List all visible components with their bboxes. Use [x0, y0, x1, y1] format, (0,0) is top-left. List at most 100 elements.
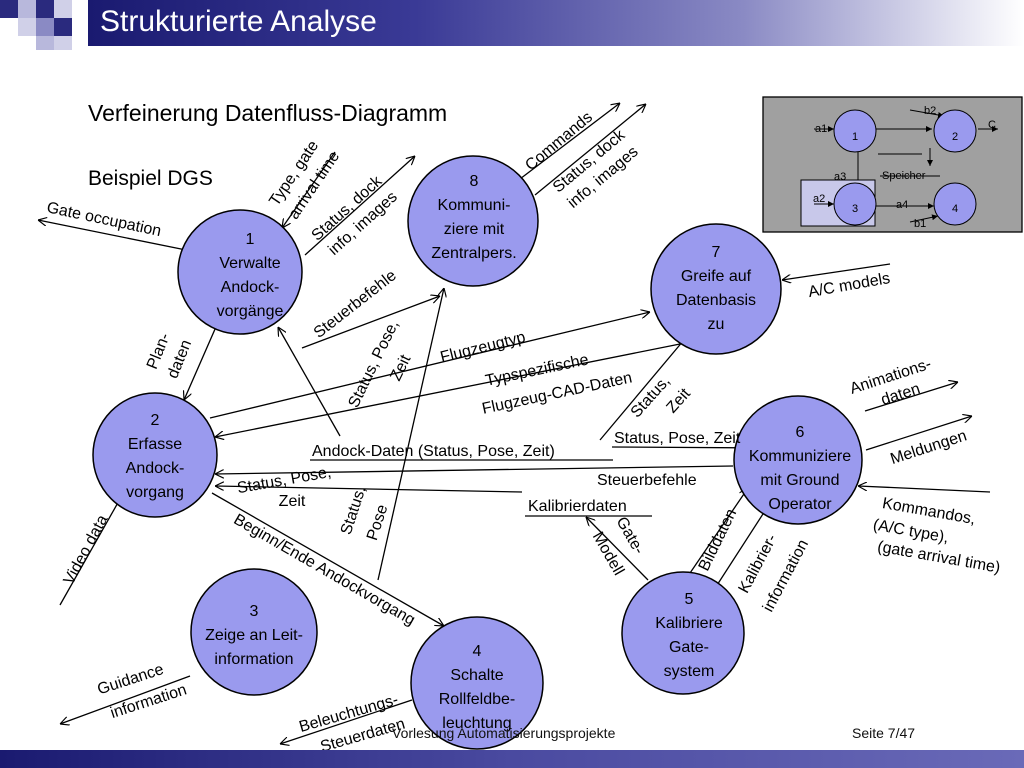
flow-status-pose-zeit-up — [278, 327, 341, 437]
flow-flugzeugtyp — [209, 312, 650, 419]
process-7-line: Greife auf — [681, 268, 752, 285]
process-4-line: Schalte — [450, 667, 503, 684]
process-8-line: Kommuni- — [438, 197, 511, 214]
process-2 — [92, 392, 218, 518]
slide-title: Strukturierte Analyse — [100, 5, 377, 38]
title-decoration — [54, 36, 72, 50]
label-status-pose-zeit-h: Status, Pose, Zeit — [614, 430, 741, 447]
mini-label: a2 — [813, 193, 825, 205]
process-6 — [733, 395, 863, 525]
process-5-line: Kalibriere — [655, 615, 723, 632]
mini-label: 1 — [852, 131, 858, 143]
flow-guidance — [60, 675, 191, 724]
footer-bar — [0, 750, 1024, 768]
title-decoration — [54, 0, 72, 18]
process-6-line: mit Ground — [760, 472, 839, 489]
process-1-number: 1 — [246, 231, 255, 248]
flow-gate-modell — [586, 517, 649, 581]
mini-label: a3 — [834, 171, 846, 183]
mini-node-2 — [933, 109, 977, 153]
process-7-line: zu — [708, 316, 725, 333]
label-video-data: Video data — [61, 512, 112, 587]
process-7-line: Datenbasis — [676, 292, 756, 309]
process-3-line: Zeige an Leit- — [205, 627, 303, 644]
flow-bilddaten — [687, 488, 748, 577]
flow-status-dock-r — [534, 104, 646, 196]
flow-status-zeit — [599, 328, 694, 441]
title-decoration — [36, 0, 54, 18]
label-status-pose-zeit: Zeit — [387, 352, 414, 384]
process-4-number: 4 — [473, 643, 482, 660]
diagram-heading: Verfeinerung Datenfluss-Diagramm — [88, 100, 447, 126]
mini-label: C — [988, 119, 996, 131]
mini-label: b1 — [914, 218, 926, 230]
process-5-number: 5 — [685, 591, 694, 608]
flow-type-gate — [282, 151, 336, 228]
diagram-subheading: Beispiel DGS — [88, 167, 213, 190]
process-1-line: Andock- — [221, 279, 280, 296]
mini-label: a1 — [815, 123, 827, 135]
title-decoration — [54, 18, 72, 36]
flow-status-dock — [304, 156, 415, 256]
title-decoration — [36, 18, 54, 36]
process-7-number: 7 — [712, 244, 721, 261]
flow-beleuchtung — [280, 699, 413, 744]
process-6-line: Kommuniziere — [749, 448, 851, 465]
process-8-number: 8 — [470, 173, 479, 190]
process-5 — [621, 571, 745, 695]
title-bar: Strukturierte Analyse — [0, 0, 1024, 50]
process-8-line: Zentralpers. — [431, 245, 516, 262]
process-5-line: system — [664, 663, 715, 680]
process-2-line: Erfasse — [128, 436, 182, 453]
flow-status-pose-long — [377, 288, 444, 581]
store-kalibrier-label: Kalibrierdaten — [528, 498, 627, 515]
flow-beginn-ende — [211, 492, 444, 626]
process-2-line: vorgang — [126, 484, 184, 501]
footer-page-number: Seite 7/47 — [852, 725, 916, 741]
flow-gate-occupation — [38, 220, 187, 251]
process-3-line: information — [214, 651, 293, 668]
flow-ac-models — [782, 263, 891, 280]
flow-meldungen — [865, 416, 972, 451]
flow-steuerbefehle — [301, 296, 440, 349]
mini-node-1 — [833, 109, 877, 153]
process-2-number: 2 — [151, 412, 160, 429]
process-1-line: Verwalte — [219, 255, 280, 272]
label-meldungen: Meldungen — [888, 427, 969, 468]
mini-label: a4 — [896, 199, 908, 211]
title-decoration — [0, 0, 18, 18]
process-4-line: Rollfeldbe- — [439, 691, 515, 708]
mini-label: 2 — [952, 131, 958, 143]
flow-kommandos — [858, 486, 991, 493]
process-8 — [407, 155, 539, 287]
process-5-line: Gate- — [669, 639, 709, 656]
title-decoration — [18, 0, 36, 18]
store-andock-label: Andock-Daten (Status, Pose, Zeit) — [312, 443, 555, 460]
mini-label: 4 — [952, 203, 958, 215]
process-4 — [410, 616, 544, 750]
mini-label: Speicher — [882, 170, 926, 182]
label-steuerbefehle-h: Steuerbefehle — [597, 472, 697, 489]
flow-steuerbefehle-h — [215, 465, 734, 474]
title-decoration — [72, 0, 88, 18]
process-6-number: 6 — [796, 424, 805, 441]
process-1 — [177, 209, 303, 335]
flow-typspezifisch — [215, 343, 681, 437]
label-gate-modell: Gate- — [613, 514, 648, 557]
flow-kalibrierinfo — [710, 499, 773, 596]
process-8-line: ziere mit — [444, 221, 505, 238]
mini-label: b2 — [924, 105, 936, 117]
label-flugzeugtyp: Flugzeugtyp — [439, 329, 528, 367]
footer-course: Vorlesung Automatisierungsprojekte — [392, 725, 616, 741]
process-2-line: Andock- — [126, 460, 185, 477]
process-3-number: 3 — [250, 603, 259, 620]
process-7 — [650, 223, 782, 355]
label-status-pose-zeit-left: Zeit — [279, 493, 306, 510]
process-1-line: vorgänge — [217, 303, 284, 320]
flow-commands — [515, 103, 620, 183]
mini-node-3 — [833, 182, 877, 226]
process-4-line: leuchtung — [442, 715, 511, 732]
label-bilddaten: Bilddaten — [696, 506, 741, 573]
process-6-line: Operator — [768, 496, 832, 513]
